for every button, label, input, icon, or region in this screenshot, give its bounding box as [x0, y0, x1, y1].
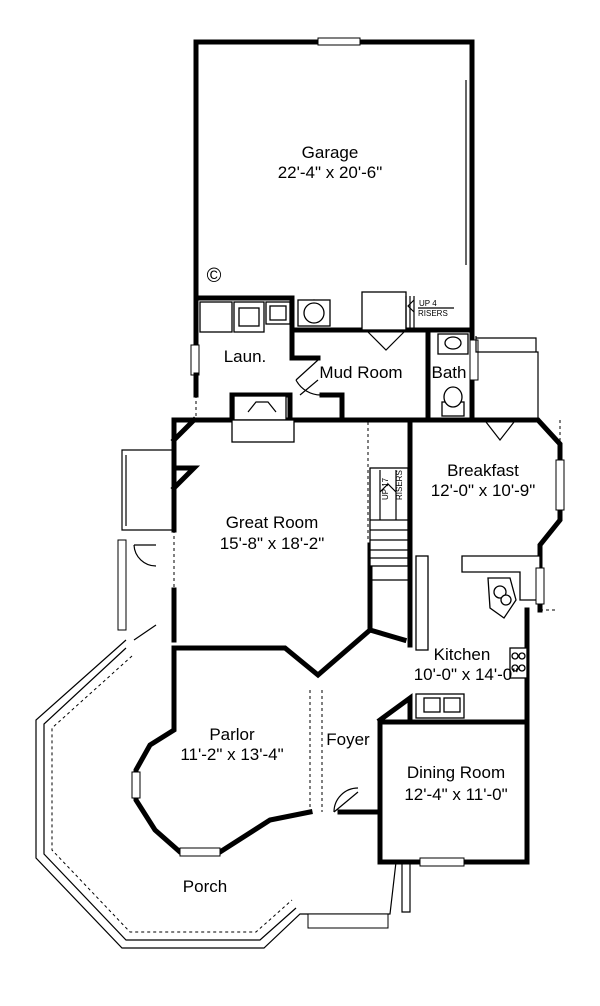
- porch: [35, 639, 411, 949]
- mud-room-label: Mud Room: [319, 363, 402, 382]
- breakfast-openings: [485, 421, 565, 605]
- bath-label: Bath: [432, 363, 467, 382]
- garage-steps-label-2: RISERS: [418, 309, 448, 318]
- main-stair-label-2: RISERS: [395, 470, 404, 500]
- utility-doors: [295, 331, 405, 396]
- garage-label: Garage: [302, 143, 359, 162]
- garage-steps: UP 4 RISERS: [361, 291, 454, 331]
- main-stair-label-1: UP 17: [381, 477, 390, 500]
- labels: © Garage 22'-4" x 20'-6" Laun. Mud Room …: [180, 143, 535, 896]
- garage-size: 22'-4" x 20'-6": [278, 163, 383, 182]
- laundry-label: Laun.: [224, 347, 267, 366]
- left-bumpout: [117, 449, 174, 641]
- dining-room-size: 12'-4" x 11'-0": [404, 785, 507, 804]
- parlor-windows: [131, 771, 221, 857]
- parlor-size: 11'-2" x 13'-4": [180, 745, 283, 764]
- foyer-label: Foyer: [326, 730, 370, 749]
- garage-walls: [193, 37, 475, 420]
- breakfast-size: 12'-0" x 10'-9": [431, 481, 536, 500]
- laundry-fixtures: [199, 299, 331, 333]
- breakfast-label: Breakfast: [447, 461, 519, 480]
- foyer-door: [333, 787, 359, 813]
- bath-wing: [475, 336, 539, 420]
- openings: [173, 420, 561, 812]
- great-room-size: 15'-8" x 18'-2": [220, 534, 325, 553]
- fireplace: [231, 395, 295, 443]
- kitchen-fixtures: [410, 555, 541, 723]
- copyright-mark: ©: [207, 265, 222, 287]
- porch-label: Porch: [183, 877, 227, 896]
- great-room-label: Great Room: [226, 513, 319, 532]
- dining-windows: [419, 857, 465, 867]
- kitchen-size: 10'-0" x 14'-0": [414, 665, 519, 684]
- main-stair: UP 17 RISERS: [367, 422, 409, 581]
- garage-steps-label-1: UP 4: [419, 299, 437, 308]
- dining-room-label: Dining Room: [407, 763, 505, 782]
- parlor-label: Parlor: [209, 725, 255, 744]
- bath-fixtures: [425, 327, 479, 417]
- kitchen-label: Kitchen: [434, 645, 491, 664]
